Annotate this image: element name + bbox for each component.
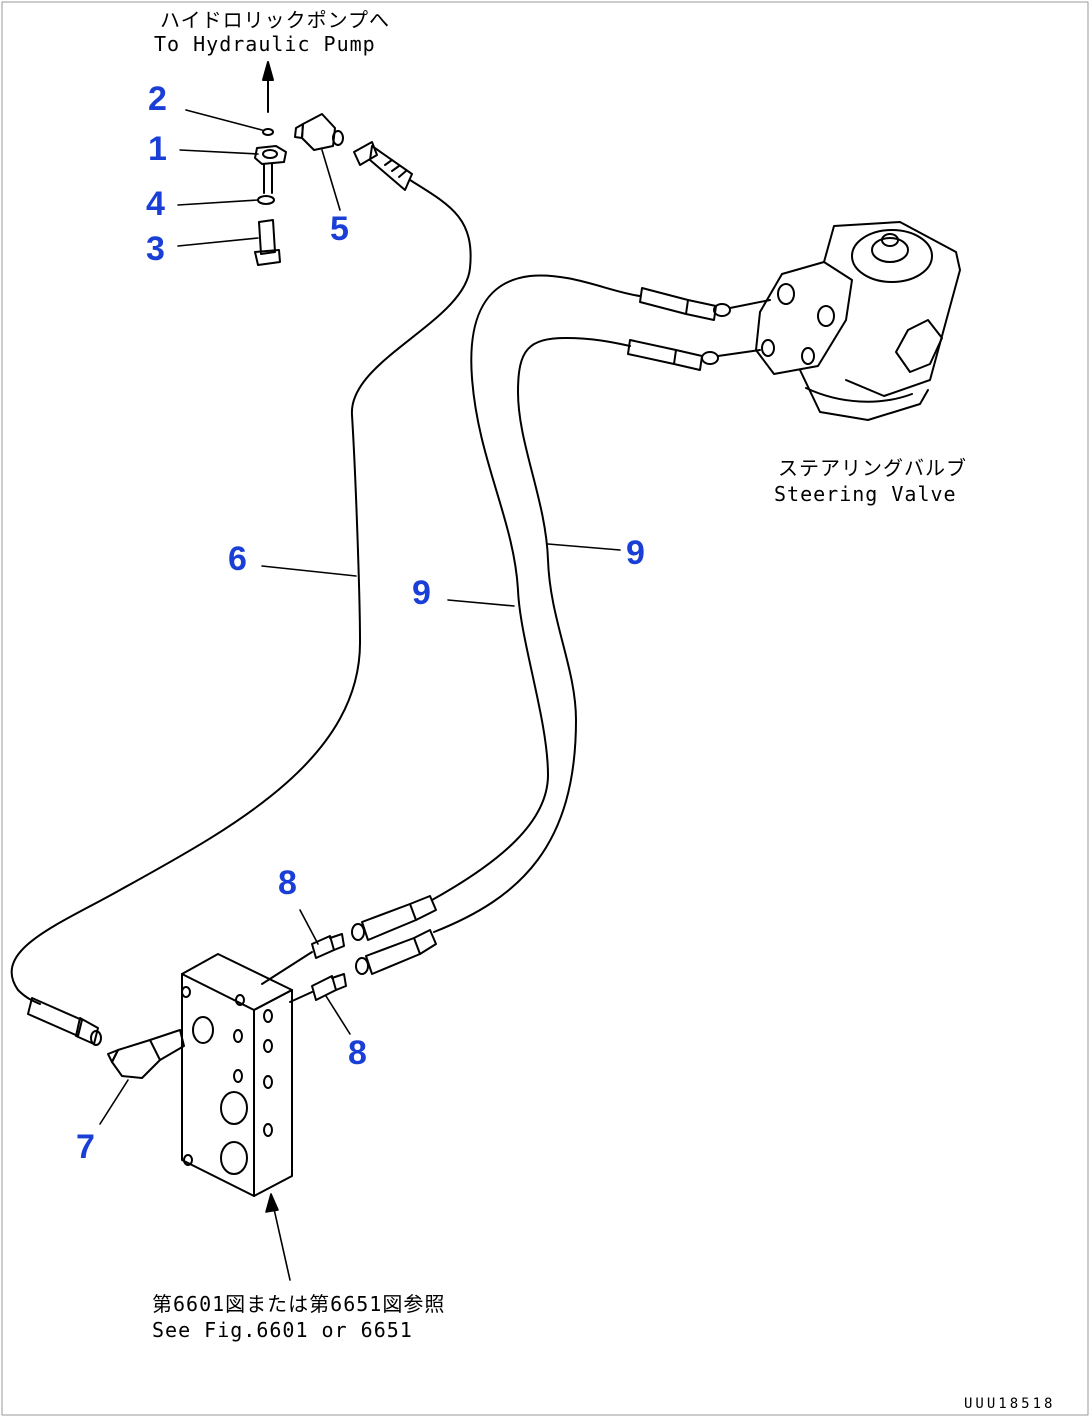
callout-4: 4 (146, 185, 165, 223)
leader-lines (99, 109, 621, 1281)
steering-label-jp: ステアリングバルブ (778, 456, 967, 480)
elbow-part-7 (107, 1029, 185, 1079)
pump-arrow (262, 61, 274, 113)
o-ring-part (262, 128, 274, 136)
pump-label-en: To Hydraulic Pump (154, 32, 376, 56)
connector-8-upper (261, 933, 345, 985)
hose-9-fitting-a (351, 895, 437, 941)
hose-9-inner (433, 337, 631, 933)
callout-3: 3 (146, 230, 165, 268)
hose-9-upper-fitting-b (627, 339, 761, 371)
hose-fitting-upper (353, 141, 413, 191)
steering-label-en: Steering Valve (774, 482, 957, 506)
callout-9-right: 9 (626, 534, 645, 572)
pump-label-jp: ハイドロリックポンプへ (160, 8, 390, 32)
bolt-part (254, 219, 281, 266)
hose-fitting-lower (27, 997, 102, 1046)
callout-6: 6 (228, 540, 247, 578)
connector-8-lower (289, 973, 347, 1003)
hose-9-fitting-b (355, 929, 437, 975)
see-figure-jp: 第6601図または第6651図参照 (152, 1292, 446, 1316)
hose-9-outer (431, 274, 641, 901)
callout-9-left: 9 (412, 574, 431, 612)
flange-part (254, 145, 287, 194)
valve-block (181, 953, 293, 1197)
callout-8-upper: 8 (278, 864, 297, 902)
callout-8-lower: 8 (348, 1034, 367, 1072)
hose-9-upper-fitting-a (639, 287, 771, 321)
steering-valve (755, 221, 961, 421)
callout-5: 5 (330, 210, 349, 248)
callout-1: 1 (148, 130, 167, 168)
washer-part (257, 195, 275, 205)
drawing-code: UUU18518 (964, 1396, 1056, 1412)
elbow-part (294, 113, 344, 151)
see-figure-en: See Fig.6601 or 6651 (152, 1318, 413, 1342)
hose-6 (10, 179, 472, 1005)
callout-7: 7 (76, 1128, 95, 1166)
callout-2: 2 (148, 80, 167, 118)
